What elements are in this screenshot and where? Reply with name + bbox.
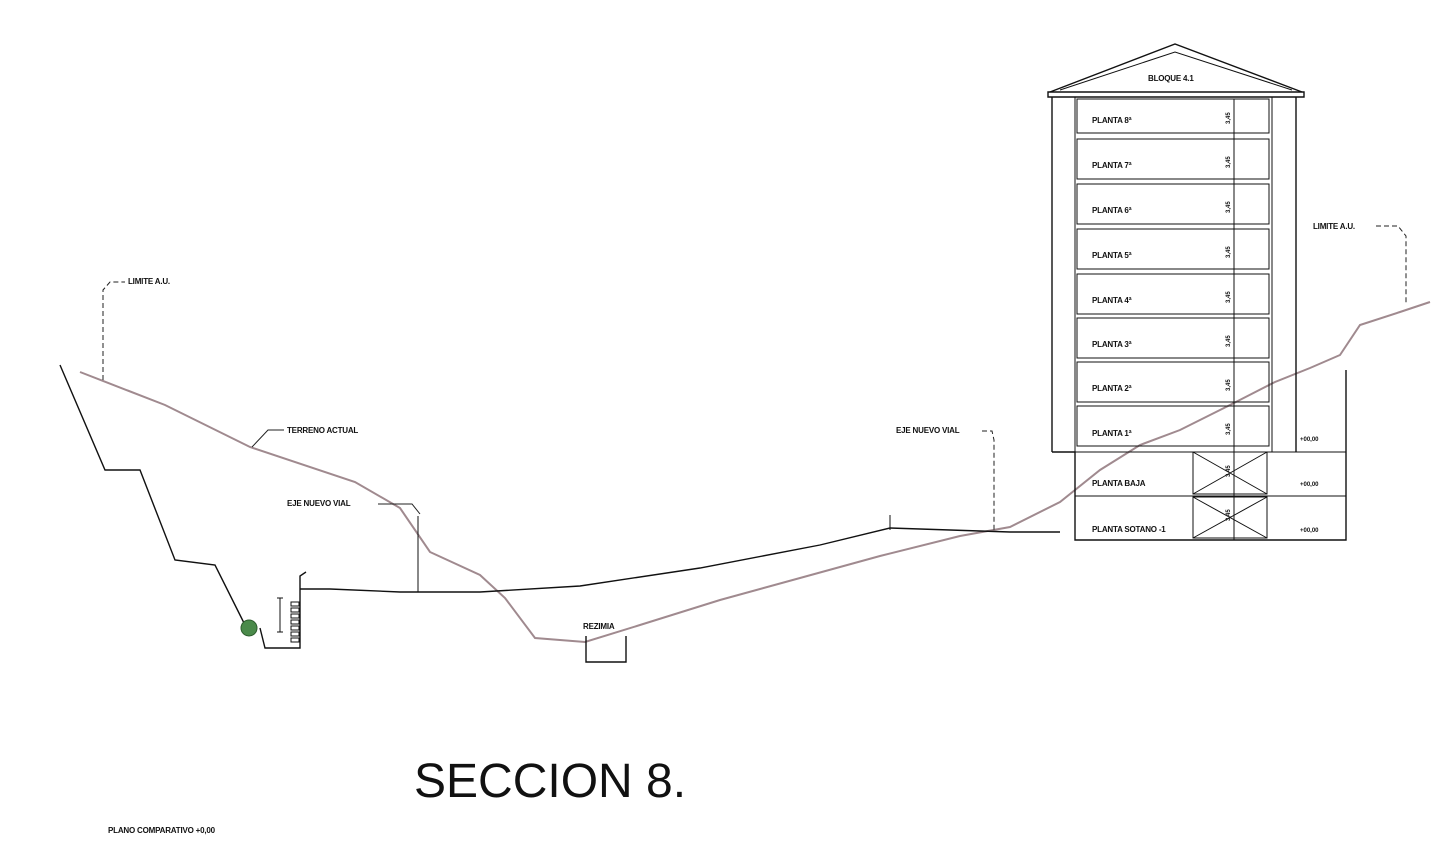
svg-text:3,45: 3,45 [1226, 112, 1232, 124]
svg-text:3,45: 3,45 [1226, 156, 1232, 168]
proposed-profile-left-slope [59, 364, 246, 626]
svg-text:PLANTA 6ª: PLANTA 6ª [1092, 206, 1132, 215]
limite-right-leader [1376, 225, 1407, 305]
svg-text:3,45: 3,45 [1226, 246, 1232, 258]
svg-text:3,45: 3,45 [1226, 379, 1232, 391]
floor-planta-baja: PLANTA BAJA [1075, 451, 1346, 497]
floor-planta-sotano: PLANTA SOTANO -1 [1092, 496, 1268, 539]
limite-right-label: LIMITE A.U. [1313, 222, 1355, 231]
retaining-wall-left [259, 571, 307, 649]
svg-text:PLANTA 2ª: PLANTA 2ª [1092, 384, 1132, 393]
terreno-leader [251, 429, 284, 448]
svg-text:3,45: 3,45 [1226, 423, 1232, 435]
building-roof-inner [1059, 51, 1293, 91]
building-roof [1049, 43, 1303, 93]
floor-7: PLANTA 7ª [1076, 138, 1270, 180]
eje-left-leader [378, 503, 421, 515]
terreno-label: TERRENO ACTUAL [287, 426, 358, 435]
svg-text:PLANTA 3ª: PLANTA 3ª [1092, 340, 1132, 349]
floor-2: PLANTA 2ª [1076, 361, 1270, 403]
proposed-road-profile [300, 527, 1060, 593]
limite-left-label: LIMITE A.U. [128, 277, 170, 286]
floor-4: PLANTA 4ª [1076, 273, 1270, 315]
eje-left-label: EJE NUEVO VIAL [287, 499, 351, 508]
culvert-box [585, 636, 627, 663]
svg-text:3,45: 3,45 [1226, 291, 1232, 303]
floor-3: PLANTA 3ª [1076, 317, 1270, 359]
section-title: SECCION 8. [414, 755, 686, 808]
small-dimension-left [277, 597, 283, 633]
building-block: BLOQUE 4.1 PLANTA 8ª PLANTA 7ª PLANTA 6ª… [1047, 43, 1347, 541]
svg-text:PLANTA 7ª: PLANTA 7ª [1092, 161, 1132, 170]
limite-left-leader [102, 281, 125, 380]
floor-8: PLANTA 8ª [1076, 98, 1270, 134]
floor-5: PLANTA 5ª [1076, 228, 1270, 270]
svg-text:3,45: 3,45 [1226, 509, 1232, 521]
svg-text:PLANTA BAJA: PLANTA BAJA [1092, 479, 1146, 488]
existing-terrain-line [79, 301, 1431, 644]
comparative-plane-note: PLANO COMPARATIVO +0,00 [108, 826, 216, 835]
svg-text:PLANTA SOTANO -1: PLANTA SOTANO -1 [1092, 525, 1166, 534]
tree-icon [240, 619, 258, 637]
floor-height-labels: 3,45 3,45 3,45 3,45 3,45 3,45 3,45 3,45 … [1226, 112, 1232, 521]
building-roof-base [1047, 91, 1305, 98]
svg-text:3,45: 3,45 [1226, 335, 1232, 347]
wall-hatch [290, 601, 300, 643]
svg-text:3,45: 3,45 [1226, 465, 1232, 477]
svg-text:PLANTA 5ª: PLANTA 5ª [1092, 251, 1132, 260]
svg-text:3,45: 3,45 [1226, 201, 1232, 213]
svg-text:PLANTA 1ª: PLANTA 1ª [1092, 429, 1132, 438]
eje-right-label: EJE NUEVO VIAL [896, 426, 960, 435]
eje-right-leader [982, 430, 995, 532]
building-name: BLOQUE 4.1 [1148, 74, 1194, 83]
svg-text:PLANTA 4ª: PLANTA 4ª [1092, 296, 1132, 305]
floor-6: PLANTA 6ª [1076, 183, 1270, 225]
level-label-sotano: +00,00 [1300, 528, 1319, 534]
svg-text:PLANTA 8ª: PLANTA 8ª [1092, 116, 1132, 125]
rezimia-label: REZIMIA [583, 622, 615, 631]
building-shell [1052, 370, 1347, 541]
floor-1: PLANTA 1ª [1076, 405, 1270, 447]
level-label-planta-1: +00,00 [1300, 437, 1319, 443]
level-label-planta-baja: +00,00 [1300, 482, 1319, 488]
